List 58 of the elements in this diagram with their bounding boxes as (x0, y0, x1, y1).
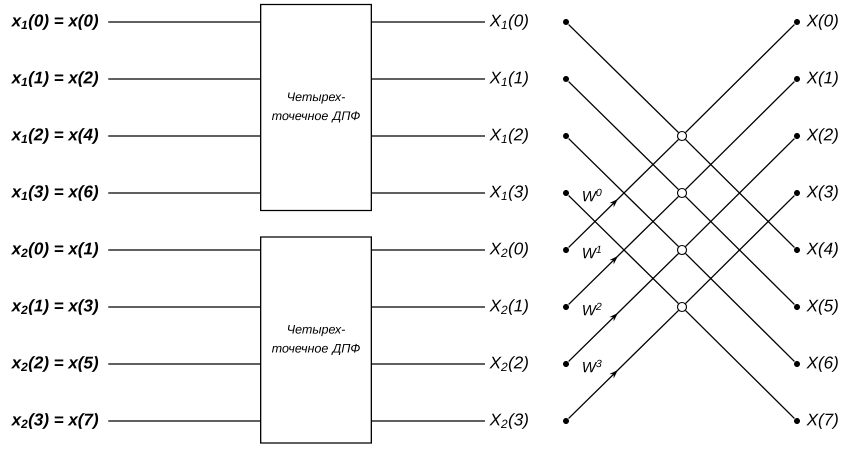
edge-label: W$^{2}$ (581, 302, 603, 316)
connector-line (372, 192, 485, 194)
edge-label: W$^{0}$ (581, 188, 603, 202)
junction-circle (676, 244, 688, 256)
connector-line (372, 249, 485, 251)
connector-line (685, 81, 795, 190)
signal-label: X$_{1}$(1) (489, 71, 528, 87)
connector-line (108, 306, 260, 308)
connector-line (372, 306, 485, 308)
signal-label: X(7) (806, 413, 838, 429)
connector-line (685, 310, 795, 419)
junction-circle (676, 130, 688, 142)
edge-label: W$^{3}$ (581, 359, 603, 373)
arrow (568, 253, 679, 362)
signal-label: X$_{2}$(1) (489, 299, 528, 315)
edge-label: W$^{1}$ (581, 245, 603, 259)
connector-line (372, 78, 485, 80)
connector-line (108, 78, 260, 80)
signal-label: X(5) (806, 299, 838, 315)
connector-line (108, 420, 260, 422)
connector-line (372, 363, 485, 365)
connector-line (108, 249, 260, 251)
signal-label: X(0) (806, 14, 838, 30)
connector-line (685, 253, 795, 362)
signal-label: x$_{1}$(0) = x(0) (10, 14, 98, 30)
connector-line (108, 192, 260, 194)
signal-label: X$_{1}$(2) (489, 128, 528, 144)
dft-box: Четырех- точечное ДПФ (260, 236, 372, 444)
connector-line (108, 21, 260, 23)
signal-label: x$_{2}$(2) = x(5) (10, 356, 98, 372)
signal-label: x$_{1}$(2) = x(4) (10, 128, 98, 144)
signal-label: X(2) (806, 128, 838, 144)
arrow (568, 310, 679, 419)
signal-label: x$_{1}$(1) = x(2) (10, 71, 98, 87)
signal-label: X$_{1}$(0) (489, 14, 528, 30)
signal-label: X(3) (806, 185, 838, 201)
connector-line (372, 21, 485, 23)
dft-box: Четырех- точечное ДПФ (260, 4, 372, 212)
signal-label: X$_{2}$(3) (489, 413, 528, 429)
junction-circle (676, 188, 688, 198)
signal-label: X(6) (806, 356, 838, 372)
signal-label: x$_{2}$(3) = x(7) (10, 413, 98, 429)
connector-line (568, 24, 679, 133)
junction-circle (676, 302, 688, 312)
signal-label: X(4) (806, 242, 838, 258)
connector-line (108, 135, 260, 137)
connector-line (685, 24, 795, 133)
connector-line (372, 420, 485, 422)
signal-label: X$_{2}$(2) (489, 356, 528, 372)
signal-label: X$_{2}$(0) (489, 242, 528, 258)
signal-label: X$_{1}$(3) (489, 185, 528, 201)
signal-label: x$_{2}$(0) = x(1) (10, 242, 98, 258)
connector-line (108, 363, 260, 365)
signal-label: X(1) (806, 71, 838, 87)
connector-line (372, 135, 485, 137)
signal-label: x$_{2}$(1) = x(3) (10, 299, 98, 315)
signal-label: x$_{1}$(3) = x(6) (10, 185, 98, 201)
connector-line (568, 81, 679, 190)
